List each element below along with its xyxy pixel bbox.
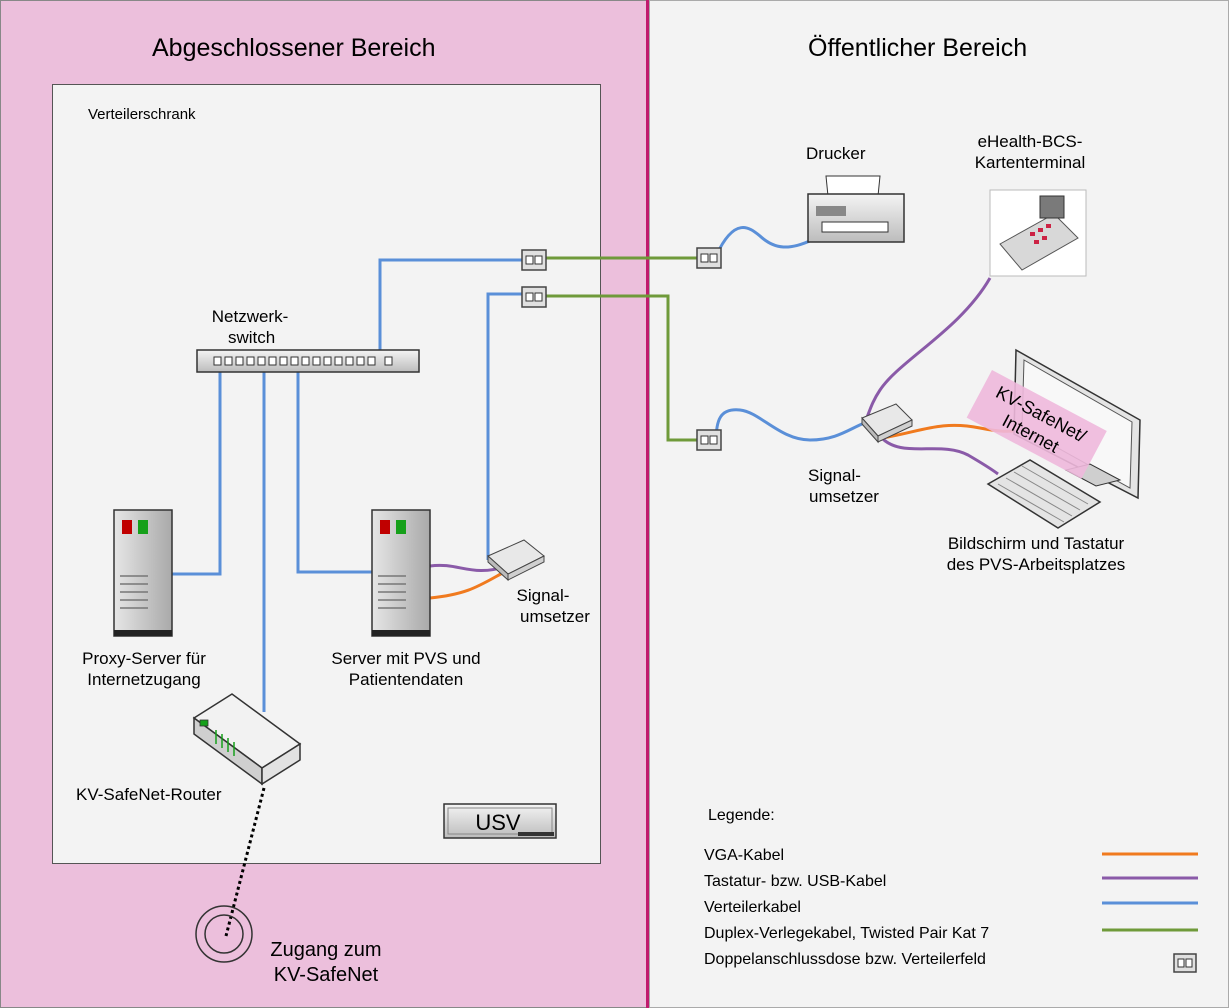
switch-to-server-cable — [296, 362, 374, 574]
keyboard-usb-cable — [878, 434, 999, 476]
outlet-icon — [696, 247, 722, 269]
switch-label: Netzwerk-switch — [211, 307, 289, 347]
proxy-server-icon — [113, 509, 173, 637]
outlet-icon — [521, 286, 547, 308]
pvs-server-icon — [371, 509, 431, 637]
duplex-cables — [546, 256, 698, 442]
legend-item-vga: VGA-Kabel — [704, 847, 785, 864]
terminal-usb-cable — [864, 277, 992, 421]
card-terminal-icon — [989, 189, 1087, 277]
usb-cables — [429, 277, 999, 573]
area-divider — [646, 0, 649, 1008]
router-icon — [192, 693, 302, 786]
converter-left-label: Signal-umsetzer — [516, 586, 590, 626]
keyboard-icon — [986, 459, 1102, 529]
restricted-area-title: Abgeschlossener Bereich — [152, 34, 436, 62]
legend-item-distribution: Verteilerkabel — [704, 899, 801, 916]
converter-right-label: Signal-umsetzer — [808, 466, 879, 506]
outlet-to-converter-right-cable — [714, 408, 863, 443]
public-area-title: Öffentlicher Bereich — [808, 34, 1028, 62]
distribution-cables — [172, 226, 863, 712]
converter-to-outlet-cable — [486, 292, 522, 560]
switch-to-outlet-top-cable — [378, 258, 522, 360]
signal-converter-left-icon — [487, 539, 545, 582]
printer-icon — [807, 175, 905, 243]
cabinet-label: Verteilerschrank — [88, 106, 196, 123]
outlet-to-printer-cable — [714, 226, 813, 257]
ups-label: USV — [475, 810, 521, 835]
signal-converter-right-icon — [861, 403, 913, 444]
safenet-access-icon — [195, 905, 253, 963]
public-area — [649, 0, 1229, 1008]
printer-label: Drucker — [806, 144, 866, 163]
outlet-icon — [696, 429, 722, 451]
outlet-icon — [521, 249, 547, 271]
duplex-cable-workstation — [546, 294, 698, 442]
network-switch-icon — [196, 349, 420, 373]
server-vga-cable — [429, 568, 509, 600]
router-label: KV-SafeNet-Router — [76, 785, 222, 804]
legend-item-duplex: Duplex-Verlegekabel, Twisted Pair Kat 7 — [704, 925, 990, 942]
legend-lines — [1102, 852, 1198, 932]
safenet-access-line — [224, 787, 266, 937]
switch-to-proxy-cable — [172, 362, 222, 576]
legend-item-outlet: Doppelanschlussdose bzw. Verteilerfeld — [704, 951, 986, 968]
terminal-label: eHealth-BCS-Kartenterminal — [974, 132, 1086, 172]
legend-item-usb: Tastatur- bzw. USB-Kabel — [704, 873, 887, 890]
legend-title: Legende: — [708, 807, 775, 824]
legend-outlet-icon — [1173, 953, 1197, 973]
ups-icon — [443, 803, 557, 839]
distribution-cabinet — [52, 84, 601, 864]
